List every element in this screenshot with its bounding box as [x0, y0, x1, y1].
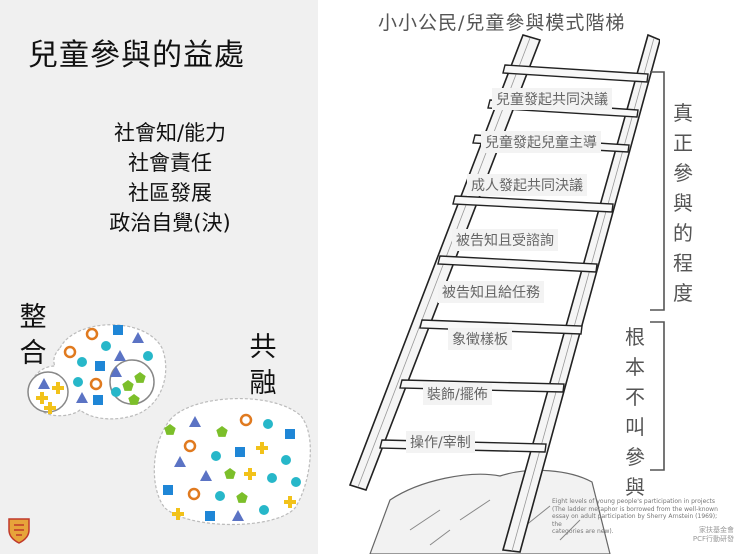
teal-dot-shape	[281, 455, 291, 465]
integration-diagram	[27, 324, 167, 420]
teal-dot-shape	[143, 351, 153, 361]
blue-triangle-shape	[110, 366, 122, 377]
true-participation-label: 真 正 參 與 的 程 度	[673, 101, 693, 305]
rung-label: 兒童發起共同決議	[492, 88, 612, 110]
yellow-cross-shape	[172, 508, 184, 520]
blue-square-shape	[163, 485, 173, 495]
blue-triangle-shape	[132, 332, 144, 343]
green-pentagon-shape	[164, 424, 176, 435]
blue-triangle-shape	[38, 378, 50, 389]
rung-label: 被告知且給任務	[438, 281, 544, 303]
blue-triangle-shape	[114, 350, 126, 361]
not-participation-label: 根 本 不 叫 參 與	[625, 325, 645, 499]
rung-label: 被告知且受諮詢	[452, 229, 558, 251]
orange-ring-shape	[183, 439, 197, 453]
teal-dot-shape	[263, 419, 273, 429]
ladder-caption: Eight levels of young people's participa…	[552, 498, 718, 535]
fusion-shapes	[163, 413, 301, 521]
integration-label: 整 合	[19, 302, 47, 369]
page-title: 兒童參與的益處	[28, 38, 245, 73]
blue-triangle-shape	[189, 416, 201, 427]
yellow-cross-shape	[44, 402, 56, 414]
rung-label: 操作/宰制	[406, 431, 475, 453]
rung-label: 裝飾/擺佈	[423, 383, 492, 405]
ladder-brackets	[650, 71, 665, 471]
green-pentagon-shape	[224, 468, 236, 479]
teal-dot-shape	[111, 387, 121, 397]
fusion-outline	[153, 397, 311, 526]
benefit-item: 社會知/能力	[113, 121, 227, 145]
blue-square-shape	[93, 395, 103, 405]
pcf-shield-logo	[8, 518, 30, 544]
blue-square-shape	[285, 429, 295, 439]
teal-dot-shape	[77, 357, 87, 367]
benefit-item: 社區發展	[128, 181, 212, 205]
green-pentagon-shape	[128, 394, 140, 405]
benefit-item: 政治自覺(決)	[109, 211, 231, 235]
orange-ring-shape	[187, 487, 201, 501]
blue-triangle-shape	[232, 510, 244, 521]
orange-ring-shape	[85, 327, 99, 341]
yellow-cross-shape	[244, 468, 256, 480]
blue-square-shape	[95, 361, 105, 371]
blue-square-shape	[235, 447, 245, 457]
benefits-panel: 兒童參與的益處 社會知/能力 社會責任 社區發展 政治自覺(決) 整 合 共 融	[0, 0, 318, 554]
orange-ring-shape	[89, 377, 103, 391]
teal-dot-shape	[267, 473, 277, 483]
green-pentagon-shape	[216, 426, 228, 437]
pcf-text-logo: 家扶基金會 PCF行動研發	[692, 526, 734, 543]
fusion-diagram	[153, 397, 311, 526]
yellow-cross-shape	[284, 496, 296, 508]
rung-label: 成人發起共同決議	[467, 174, 587, 196]
blue-square-shape	[113, 325, 123, 335]
ladder-title: 小小公民/兒童參與模式階梯	[378, 12, 626, 34]
yellow-cross-shape	[256, 442, 268, 454]
blue-triangle-shape	[200, 470, 212, 481]
green-pentagon-shape	[122, 380, 134, 391]
benefit-item: 社會責任	[128, 151, 212, 175]
teal-dot-shape	[215, 491, 225, 501]
blue-square-shape	[205, 511, 215, 521]
blue-triangle-shape	[76, 392, 88, 403]
blue-triangle-shape	[174, 456, 186, 467]
teal-dot-shape	[291, 477, 301, 487]
teal-dot-shape	[259, 505, 269, 515]
orange-ring-shape	[63, 345, 77, 359]
rung-label: 象徵樣板	[448, 328, 512, 350]
rung-label: 兒童發起兒童主導	[481, 131, 601, 153]
benefits-list: 社會知/能力 社會責任 社區發展 政治自覺(決)	[70, 118, 270, 238]
orange-ring-shape	[239, 413, 253, 427]
integration-shapes	[36, 325, 153, 414]
yellow-cross-shape	[52, 382, 64, 394]
teal-dot-shape	[101, 341, 111, 351]
green-pentagon-shape	[236, 492, 248, 503]
green-pentagon-shape	[134, 372, 146, 383]
teal-dot-shape	[73, 377, 83, 387]
teal-dot-shape	[211, 451, 221, 461]
yellow-cross-shape	[36, 392, 48, 404]
fusion-label: 共 融	[249, 332, 277, 399]
